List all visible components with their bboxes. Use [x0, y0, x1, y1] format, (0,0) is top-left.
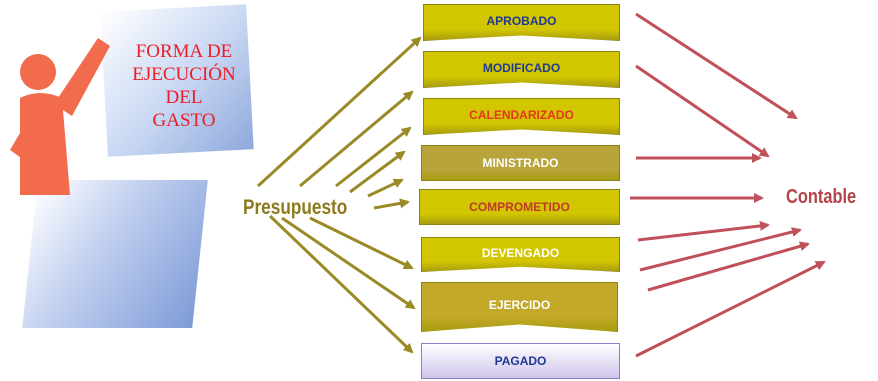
stage-comprometido: COMPROMETIDO — [419, 189, 620, 225]
stage-label: PAGADO — [494, 354, 547, 368]
input-arrow-2 — [299, 90, 414, 188]
stage-pagado: PAGADO — [421, 343, 620, 379]
stage-label: MINISTRADO — [482, 156, 559, 170]
stage-label: DEVENGADO — [481, 245, 560, 260]
stage-label: EJERCIDO — [488, 298, 551, 312]
person-figure-icon — [0, 20, 140, 200]
input-arrow-4 — [349, 150, 406, 194]
input-arrow-6 — [373, 198, 410, 210]
target-label-contable: Contable — [786, 186, 857, 208]
blue-board — [22, 180, 208, 328]
output-arrow-7 — [647, 241, 810, 292]
stage-label: CALENDARIZADO — [469, 107, 574, 122]
output-arrow-1 — [635, 12, 798, 120]
input-arrow-7 — [309, 216, 414, 270]
source-label-presupuesto: Presupuesto — [243, 196, 348, 219]
stage-calendarizado: CALENDARIZADO — [423, 98, 620, 135]
stage-devengado: DEVENGADO — [421, 237, 620, 272]
input-arrow-1 — [256, 36, 422, 188]
stage-label: MODIFICADO — [482, 60, 561, 75]
input-arrow-3 — [335, 126, 412, 188]
stage-aprobado: APROBADO — [423, 4, 620, 41]
input-arrow-8 — [281, 216, 416, 310]
input-arrow-5 — [367, 178, 404, 198]
stage-label: COMPROMETIDO — [469, 200, 570, 214]
output-arrow-6 — [639, 227, 802, 272]
output-arrows — [630, 12, 826, 358]
input-arrow-9 — [268, 214, 414, 354]
stage-ejercido: EJERCIDO — [421, 282, 618, 332]
diagram-title: FORMA DE EJECUCIÓN DEL GASTO — [132, 41, 236, 131]
output-arrow-5 — [637, 220, 770, 242]
input-arrows — [256, 36, 422, 354]
stage-modificado: MODIFICADO — [423, 51, 620, 88]
output-arrow-2 — [635, 64, 770, 158]
stage-label: APROBADO — [486, 13, 557, 28]
output-arrow-8 — [635, 260, 826, 358]
stage-ministrado: MINISTRADO — [421, 145, 620, 181]
